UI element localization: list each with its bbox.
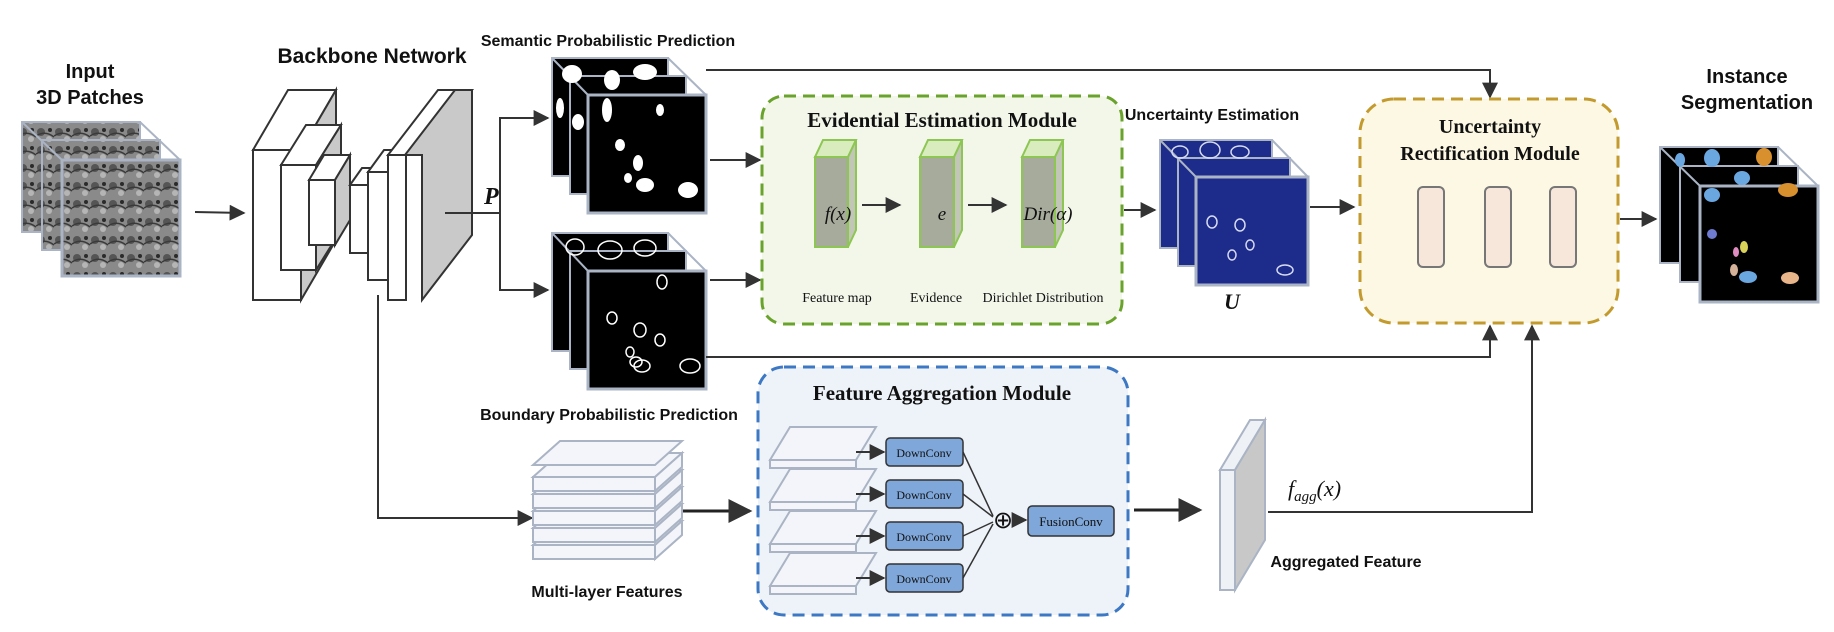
uncertainty-estimation-stack: Uncertainty Estimation U: [1125, 107, 1310, 314]
evidential-estimation-module: Evidential Estimation Module f(x) Featur…: [760, 94, 1124, 326]
aggregation-module-title: Feature Aggregation Module: [813, 381, 1071, 405]
backbone-label: Backbone Network: [277, 45, 466, 68]
u-symbol: U: [1224, 289, 1241, 314]
boundary-prediction-label: Boundary Probabilistic Prediction: [480, 407, 738, 424]
semantic-prediction-stack: Semantic Probabilistic Prediction: [481, 33, 735, 215]
semantic-prediction-label: Semantic Probabilistic Prediction: [481, 33, 735, 50]
feature-map-caption: Feature map: [802, 291, 872, 306]
downconv-label-2: DownConv: [896, 488, 951, 502]
instance-segmentation-stack: Instance Segmentation: [1659, 66, 1820, 304]
multi-layer-features: Multi-layer Features: [530, 440, 685, 601]
aggregated-feature-label: Aggregated Feature: [1270, 554, 1421, 571]
evidence-symbol: e: [938, 204, 946, 225]
downconv-block-4: DownConv: [885, 563, 964, 593]
feature-map-block: f(x) Feature map: [802, 139, 872, 306]
uncertainty-rectification-module: Uncertainty Rectification Module: [1358, 97, 1620, 325]
fusionconv-block: FusionConv: [1027, 505, 1115, 537]
input-label-line1: Input: [66, 61, 115, 83]
multi-layer-label: Multi-layer Features: [531, 584, 682, 601]
downconv-label-4: DownConv: [896, 572, 951, 586]
input-patches: Input 3D Patches: [21, 61, 182, 278]
dirichlet-block: Dir(α) Dirichlet Distribution: [983, 139, 1104, 306]
evidence-caption: Evidence: [910, 291, 962, 306]
downconv-label-1: DownConv: [896, 446, 951, 460]
uncertainty-estimation-label: Uncertainty Estimation: [1125, 107, 1299, 124]
feature-aggregation-module: Feature Aggregation Module DownConv Down…: [756, 365, 1130, 617]
rectification-title-line1: Uncertainty: [1439, 116, 1541, 138]
f-agg-symbol: fagg(x): [1288, 476, 1341, 505]
rectification-block-1: [1417, 186, 1445, 268]
downconv-label-3: DownConv: [896, 530, 951, 544]
boundary-prediction-stack: [551, 232, 708, 391]
downconv-block-2: DownConv: [885, 479, 964, 509]
instance-label-line2: Segmentation: [1681, 92, 1813, 114]
fusionconv-label: FusionConv: [1039, 514, 1103, 529]
downconv-block-1: DownConv: [885, 437, 964, 467]
evidential-module-title: Evidential Estimation Module: [807, 108, 1077, 132]
rectification-block-3: [1549, 186, 1577, 268]
rectification-block-2: [1484, 186, 1512, 268]
input-label-line2: 3D Patches: [36, 87, 144, 109]
dirichlet-caption: Dirichlet Distribution: [983, 291, 1104, 306]
dirichlet-symbol: Dir(α): [1022, 204, 1072, 225]
evidence-block: e Evidence: [910, 139, 964, 306]
p-symbol: P: [483, 184, 499, 210]
feature-map-symbol: f(x): [825, 204, 851, 225]
backbone-network: Backbone Network: [251, 45, 475, 304]
sum-icon: ⊕: [993, 508, 1013, 534]
downconv-block-3: DownConv: [885, 521, 964, 551]
aggregated-feature: fagg(x) Aggregated Feature: [1218, 416, 1422, 594]
instance-label-line1: Instance: [1706, 66, 1787, 88]
rectification-title-line2: Rectification Module: [1400, 143, 1580, 165]
